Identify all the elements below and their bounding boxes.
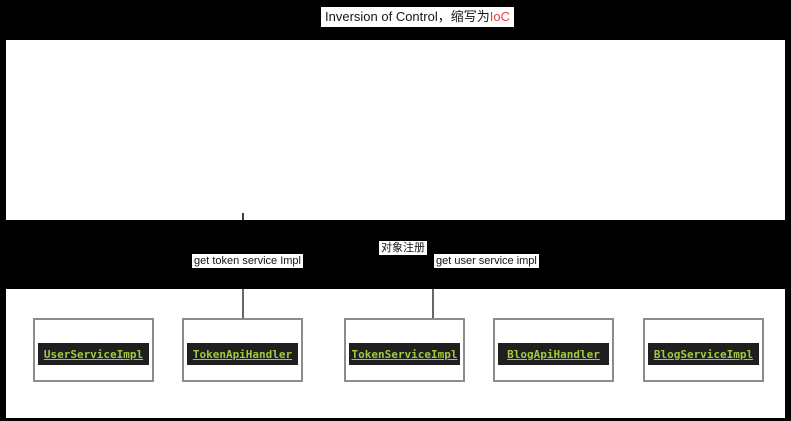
node-blog-api-handler: BlogApiHandler (493, 318, 614, 382)
diagram-title-accent: IoC (489, 9, 510, 24)
node-token-service-impl: TokenServiceImpl (344, 318, 465, 382)
connector-stub-token-api (242, 213, 244, 220)
diagram-title: Inversion of Control，缩写为IoC (321, 7, 514, 27)
edge-label-get-token-service: get token service Impl (192, 254, 303, 268)
node-token-api-handler: TokenApiHandler (182, 318, 303, 382)
edge-label-object-register: 对象注册 (379, 241, 427, 255)
code-label: TokenApiHandler (187, 343, 298, 365)
diagram-title-text: Inversion of Control，缩写为 (325, 9, 490, 24)
edge-label-get-user-service: get user service impl (434, 254, 539, 268)
code-label: BlogServiceImpl (648, 343, 759, 365)
code-label: UserServiceImpl (38, 343, 149, 365)
node-user-service-impl: UserServiceImpl (33, 318, 154, 382)
code-label: TokenServiceImpl (349, 343, 460, 365)
connector-line-token-service-impl (432, 289, 434, 319)
connector-line-token-api-handler (242, 289, 244, 319)
ioc-container-panel (6, 40, 785, 220)
code-label: BlogApiHandler (498, 343, 609, 365)
node-blog-service-impl: BlogServiceImpl (643, 318, 764, 382)
